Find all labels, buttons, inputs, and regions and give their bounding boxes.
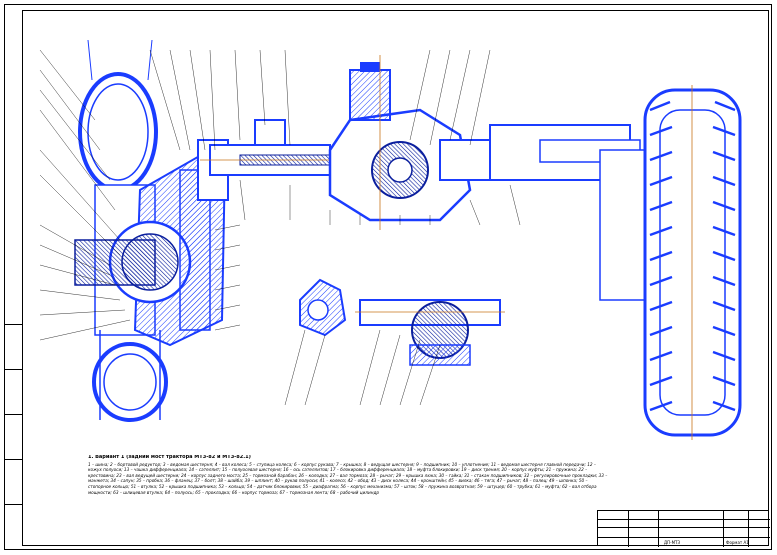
- right-axle-shaft: [489, 124, 651, 301]
- title-block: ДП-МТЗ Формат А1: [597, 510, 770, 547]
- title-block-sheet-label: ДП-МТЗ: [664, 540, 681, 545]
- detail-view-lock: [355, 299, 505, 366]
- side-stamp-strip: [4, 280, 23, 546]
- tire-right-icon: [643, 85, 742, 440]
- differential-icon: [328, 55, 501, 230]
- title-block-format-label: Формат А1: [726, 540, 749, 545]
- detail-view-small: [299, 278, 347, 337]
- parts-legend-notes: 1. Вариант 1 (задний мост трактора МТЗ-8…: [88, 455, 608, 545]
- outer-frame: [4, 4, 772, 550]
- notes-body: 1 – шина; 2 – бортовой редуктор; 3 – вед…: [88, 461, 608, 495]
- notes-title: 1. Вариант 1 (задний мост трактора МТЗ-8…: [88, 455, 251, 460]
- final-drive-icon: [74, 139, 229, 347]
- leader-lines: [39, 49, 521, 406]
- inner-frame: [22, 10, 769, 546]
